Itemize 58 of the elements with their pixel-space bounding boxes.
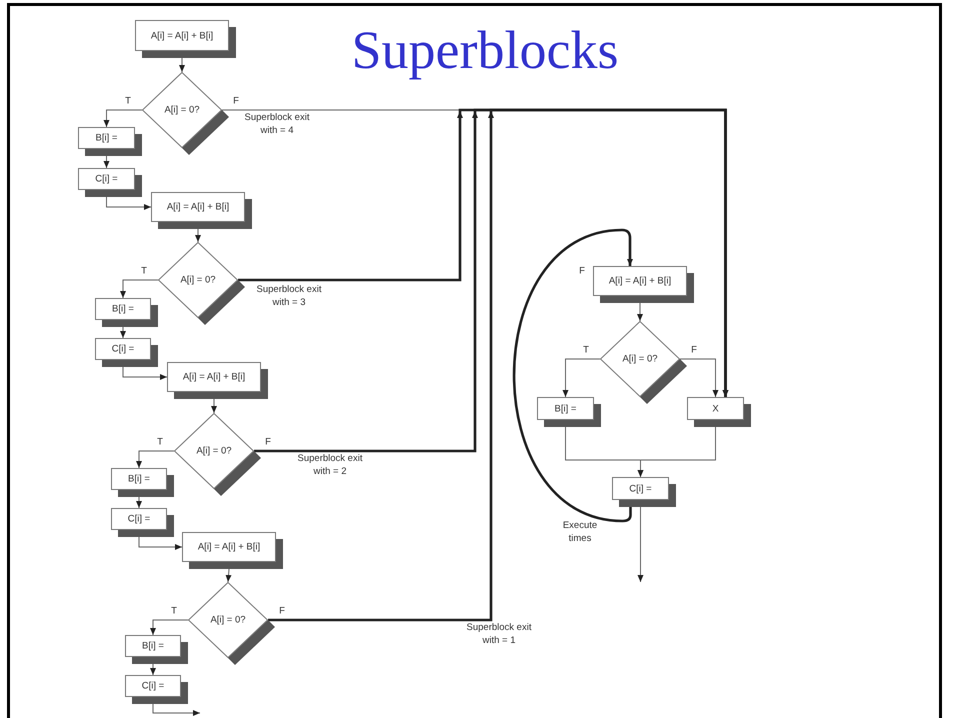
node-label: B[i] = [554,403,576,414]
process-box [125,675,188,704]
node-label: C[i] = [142,680,164,692]
decision-diamond [142,72,229,155]
process-box [125,635,188,664]
note-text: Superblock exit with = 4 [244,112,310,138]
node-label: X [712,403,719,414]
decision-diamond [174,413,261,496]
edge-label: F [232,96,240,106]
process-box [687,397,751,427]
node-label: B[i] = [96,132,118,144]
node-label: A[i] = A[i] + B[i] [608,276,672,286]
branch-label: F [578,266,586,278]
decision-diamond [188,582,275,665]
process-box [111,508,174,537]
node-label: A[i] = 0? [622,354,658,364]
edge-label: T [124,96,132,106]
edge-label: T [582,344,590,356]
process-box [111,468,174,497]
node-label: A[i] = A[i] + B[i] [182,372,246,382]
process-box [182,532,283,569]
node-label: C[i] = [112,344,134,354]
edge-label: F [264,436,272,448]
edge-label: T [156,436,164,448]
node-label: A[i] = A[i] + B[i] [198,542,260,552]
node-label: A[i] = 0? [164,104,200,116]
edge-label: F [278,606,286,616]
process-box [593,266,694,303]
note-text: Execute times [562,520,598,546]
node-label: C[i] = [128,514,150,524]
title: Superblocks [352,19,618,81]
node-label: B[i] = [112,304,134,314]
process-box [78,127,142,156]
node-label: B[i] = [142,640,164,652]
node-label: A[i] = 0? [196,446,232,456]
process-box [167,362,268,399]
node-label: C[i] = [95,174,118,184]
node-label: A[i] = A[i] + B[i] [150,30,214,41]
edge-label: T [170,606,178,616]
process-box [612,477,676,507]
decision-diamond [600,321,687,404]
process-box [537,397,601,427]
edge-label: T [140,266,148,276]
node-label: A[i] = A[i] + B[i] [166,202,230,212]
process-box [95,338,158,367]
process-box [78,168,142,197]
node-label: C[i] = [629,483,652,494]
process-box [151,192,252,229]
edge-label: F [690,344,698,356]
process-box [135,20,236,58]
node-label: B[i] = [128,474,150,484]
note-text: Superblock exit with = 3 [256,284,322,310]
node-label: A[i] = 0? [180,274,216,286]
node-label: A[i] = 0? [210,614,246,626]
note-text: Superblock exit with = 2 [296,453,364,479]
decision-diamond [158,242,245,325]
note-text: Superblock exit with = 1 [466,622,532,648]
process-box [95,298,158,327]
